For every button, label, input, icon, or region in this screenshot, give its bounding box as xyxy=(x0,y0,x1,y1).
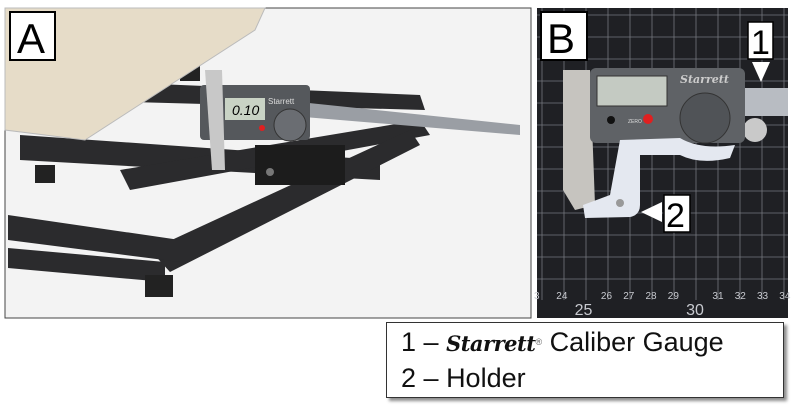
ruler-number: 3 xyxy=(534,291,540,302)
ruler-number: 29 xyxy=(668,291,680,302)
marker-1-label: 1 xyxy=(751,24,770,62)
holder-part xyxy=(583,138,735,218)
legend-text: Holder xyxy=(446,363,526,393)
caliper-photo: Starrett ZERO xyxy=(563,68,788,218)
arrow-down-icon xyxy=(752,62,770,82)
ruler-numbers: 3 24 25 26 27 28 29 30 31 32 33 34 xyxy=(534,291,791,319)
legend-number: 1 – xyxy=(401,327,439,357)
panel-b-label: B xyxy=(547,15,575,62)
caliper-model: 0.10 Starrett xyxy=(200,70,520,185)
arrow-left-icon xyxy=(641,202,662,222)
panel-a: 0.10 Starrett A xyxy=(4,7,532,319)
legend-number: 2 – xyxy=(401,363,439,393)
ruler-number: 26 xyxy=(601,291,613,302)
caliper-display-reading: 0.10 xyxy=(232,102,259,118)
ruler-number: 33 xyxy=(757,291,769,302)
panel-a-label: A xyxy=(17,15,45,62)
print-bed-plate xyxy=(4,7,266,141)
legend-item-2: 2 – Holder xyxy=(401,361,783,396)
legend-item-1: 1 – Starrett® Caliber Gauge xyxy=(401,325,783,361)
ruler-number: 32 xyxy=(735,291,747,302)
ruler-number: 30 xyxy=(686,302,704,319)
ruler-number: 28 xyxy=(646,291,658,302)
zero-button-label: ZERO xyxy=(628,119,642,125)
caliper-brand: Starrett xyxy=(268,97,295,106)
ruler-number: 24 xyxy=(556,291,568,302)
registered-mark: ® xyxy=(535,337,543,347)
ruler-number: 34 xyxy=(779,291,791,302)
ruler-number: 27 xyxy=(623,291,635,302)
ruler-number: 31 xyxy=(712,291,724,302)
caliper-brand: Starrett xyxy=(680,73,729,86)
ruler-number: 25 xyxy=(575,302,593,319)
legend-text: Caliber Gauge xyxy=(549,327,724,357)
starrett-logo: Starrett xyxy=(446,331,536,356)
marker-2-label: 2 xyxy=(666,197,685,235)
legend-box: 1 – Starrett® Caliber Gauge 2 – Holder xyxy=(386,322,784,398)
